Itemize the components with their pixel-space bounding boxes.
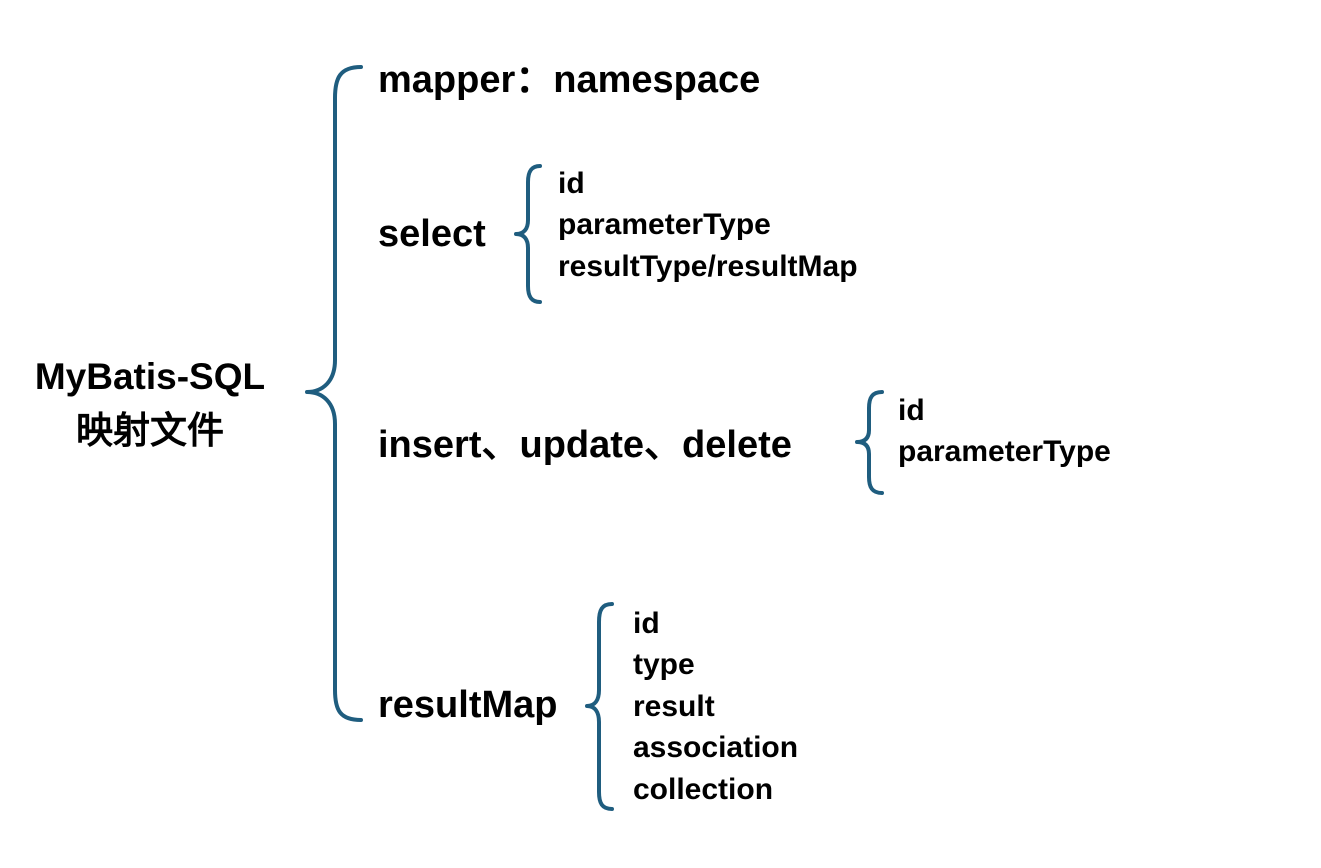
modify-child-id: id [898,394,925,427]
resultmap-child-association: association [633,731,799,764]
select-brace [514,164,542,304]
main-brace [305,65,363,722]
resultmap-child-type: type [633,648,695,681]
resultmap-child-id: id [633,607,660,640]
select-child-id: id [558,167,585,200]
select-child-result-type: resultType/resultMap [558,250,858,283]
modify-child-parameter-type: parameterType [898,435,1111,468]
resultmap-child-collection: collection [633,773,774,806]
root-label-line2: 映射文件 [76,410,224,451]
select-label: select [378,213,486,255]
root-label-line1: MyBatis-SQL [34,356,266,397]
select-child-parameter-type: parameterType [558,208,771,241]
mapper-namespace-label: mapper：namespace [378,59,761,101]
resultmap-child-result: result [633,690,715,723]
resultmap-label: resultMap [378,684,558,726]
resultmap-brace [585,602,614,811]
modify-brace [855,390,884,495]
modify-label: insert、update、delete [378,424,792,466]
